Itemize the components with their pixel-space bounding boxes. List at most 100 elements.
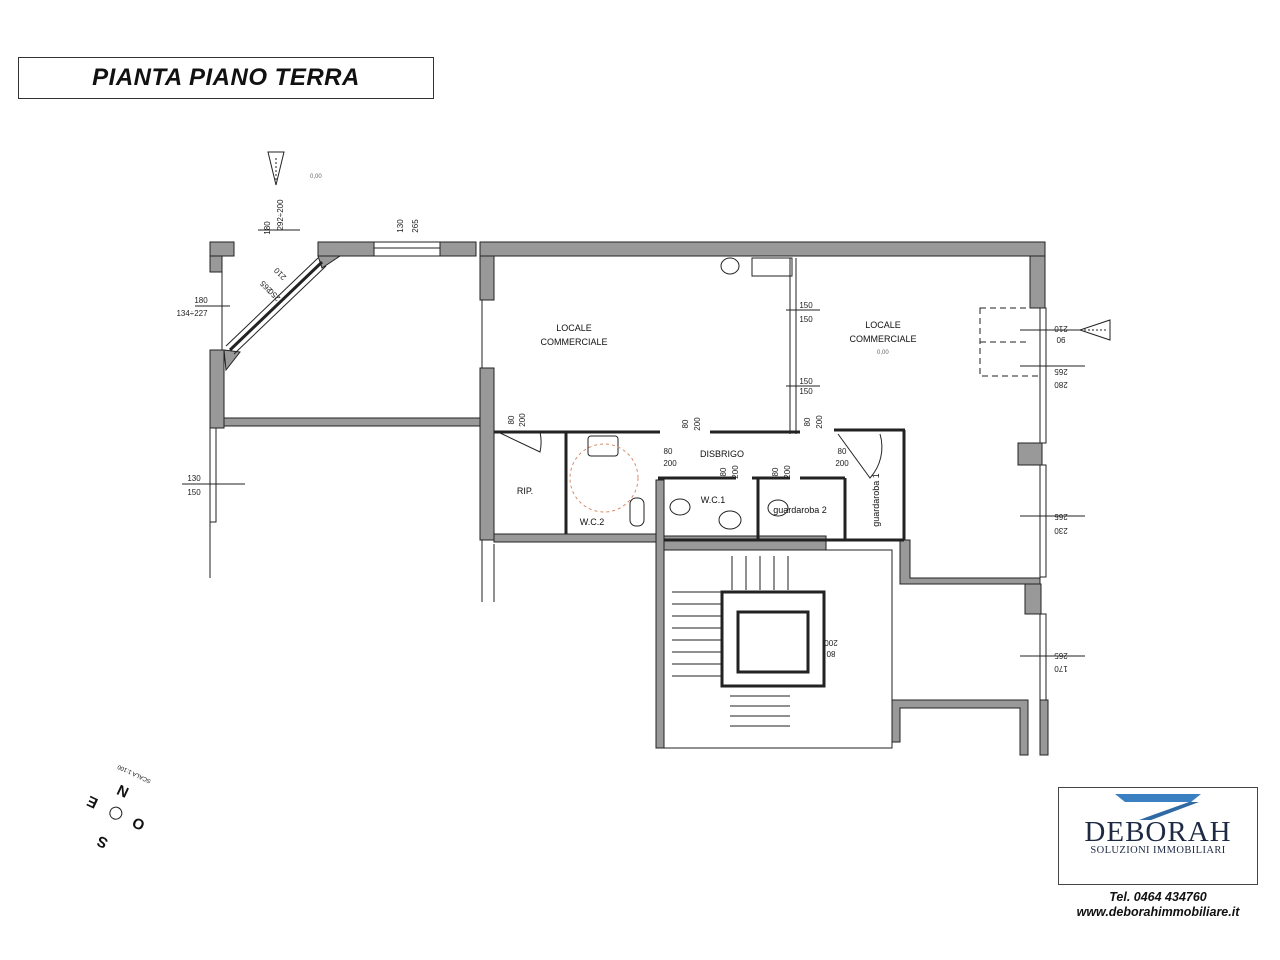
dim-door-guard1-1: 80 xyxy=(838,447,847,456)
dim-door-guard1-2: 200 xyxy=(835,459,849,468)
title-box: PIANTA PIANO TERRA xyxy=(18,57,434,99)
wall-top-segment xyxy=(317,241,375,257)
wc2-accessible-area xyxy=(569,443,639,513)
room-disbrigo: DISBRIGO xyxy=(700,449,744,459)
logo-box: DEBORAH SOLUZIONI IMMOBILIARI xyxy=(1058,787,1258,885)
wall-right-bottom xyxy=(1039,699,1049,756)
dim-right-b-1: 280 xyxy=(1054,380,1068,389)
room-locale2-line1: LOCALE xyxy=(865,320,901,330)
room-wc2: W.C.2 xyxy=(580,517,605,527)
compass-n: N xyxy=(115,781,132,801)
dim-top-window-b-1: 130 xyxy=(396,219,405,233)
entrance-arrow-icon xyxy=(1078,319,1111,341)
dim-door-rip-2: 200 xyxy=(518,413,527,427)
dim-right-d-2: 265 xyxy=(1054,651,1068,660)
page-title: PIANTA PIANO TERRA xyxy=(92,64,360,91)
door-swing-right xyxy=(837,433,883,479)
diag-window xyxy=(228,260,324,352)
wall-bottom-right xyxy=(899,539,1041,585)
wc1-washbasin xyxy=(718,510,742,530)
walls xyxy=(209,241,1049,756)
dim-partition-lower-2: 150 xyxy=(799,387,813,396)
dim-door-rip-1: 80 xyxy=(507,415,516,424)
dim-left-lower-1: 130 xyxy=(187,474,201,483)
dim-top-window-a-2: 292÷200 xyxy=(276,199,285,231)
wall-top-right-stub xyxy=(439,241,477,257)
room-locale1-line1: LOCALE xyxy=(556,323,592,333)
wc1-toilet xyxy=(669,498,691,516)
room-locale2-line2: COMMERCIALE xyxy=(849,334,916,344)
stair-outline xyxy=(663,549,893,749)
dim-partition-lower-1: 150 xyxy=(799,377,813,386)
thin-lines xyxy=(182,229,1085,749)
lift-shaft xyxy=(720,590,826,688)
dim-top-window-b-2: 265 xyxy=(411,219,420,233)
compass-e: E xyxy=(84,792,100,812)
wall-top-main xyxy=(479,241,1046,257)
compass-circle-icon xyxy=(109,806,123,820)
wall-stair-right xyxy=(891,699,1029,756)
dim-partition-upper-2: 150 xyxy=(799,315,813,324)
dim-left-upper-2: 134÷227 xyxy=(176,309,208,318)
room-wc1: W.C.1 xyxy=(701,495,726,505)
wall-pillar-top-right xyxy=(1029,255,1046,309)
wall-bottom-main xyxy=(493,533,665,543)
wall-left-mid xyxy=(209,349,225,429)
dim-left-lower-2: 150 xyxy=(187,488,201,497)
logo-subtitle: SOLUZIONI IMMOBILIARI xyxy=(1090,845,1226,856)
dim-partition-upper-1: 150 xyxy=(799,301,813,310)
lift-cab xyxy=(736,610,810,674)
room-guardaroba2: guardaroba 2 xyxy=(773,505,827,515)
dim-top-window-a-1: 180 xyxy=(263,221,272,235)
wall-stair-top xyxy=(663,535,827,551)
dim-door-guard2-1: 80 xyxy=(771,467,780,476)
dim-door-wc2-1: 80 xyxy=(664,447,673,456)
compass: S O N E SCALA 1:100 xyxy=(84,763,152,852)
wall-lower-pillar xyxy=(479,367,495,541)
stair-steps xyxy=(672,556,790,727)
contact-website[interactable]: www.deborahimmobiliare.it xyxy=(1076,905,1240,919)
wall-diag-corner xyxy=(223,349,241,372)
room-rip: RIP. xyxy=(517,486,533,496)
dim-door-guard2-2: 200 xyxy=(783,465,792,479)
dim-right-c-2: 265 xyxy=(1054,512,1068,521)
dim-right-d-1: 170 xyxy=(1054,664,1068,673)
dim-left-upper-1: 180 xyxy=(194,296,208,305)
dim-diag-1: 210 xyxy=(272,265,288,281)
window-left-lower xyxy=(209,427,217,523)
wc2-washbasin xyxy=(587,435,619,457)
wall-stair-left xyxy=(655,479,665,749)
wall-right-lower-stub xyxy=(1024,583,1042,615)
dim-door-wc2-2: 200 xyxy=(663,459,677,468)
contact-phone: Tel. 0464 434760 xyxy=(1109,890,1207,904)
guard2-washbasin xyxy=(767,499,789,517)
dim-right-c-1: 230 xyxy=(1054,526,1068,535)
dim-right-a-2: 90 xyxy=(1056,335,1065,344)
dim-door-right-2: 200 xyxy=(815,415,824,429)
dim-door-wc1-1: 80 xyxy=(719,467,728,476)
dim-lift-2: 80 xyxy=(826,649,835,658)
dim-door-disbrigo-2: 200 xyxy=(693,417,702,431)
wall-left-upper xyxy=(209,255,223,273)
dim-door-disbrigo-1: 80 xyxy=(681,419,690,428)
dim-door-wc1-2: 200 xyxy=(731,465,740,479)
north-arrow-icon xyxy=(267,151,285,186)
wall-beam-left xyxy=(223,417,483,427)
dim-lift-1: 200 xyxy=(824,638,838,647)
level-mark-outside: 0,00 xyxy=(310,174,322,180)
room-guardaroba1: guardaroba 1 xyxy=(871,473,881,527)
compass-o: O xyxy=(130,813,148,833)
logo-name: DEBORAH xyxy=(1084,816,1232,848)
room-locale1-line2: COMMERCIALE xyxy=(540,337,607,347)
compass-scale: SCALA 1:100 xyxy=(116,763,152,784)
dim-right-a-1: 210 xyxy=(1054,324,1068,333)
top-washbasin xyxy=(720,257,740,275)
wall-left-top-cap xyxy=(209,241,235,257)
wall-right-pillar xyxy=(1017,442,1043,466)
deborah-logo-icon xyxy=(1115,794,1201,820)
compass-s: S xyxy=(94,832,110,852)
dim-right-b-2: 265 xyxy=(1054,367,1068,376)
wc2-toilet xyxy=(629,497,645,527)
wall-pillar-top-left xyxy=(479,255,495,301)
